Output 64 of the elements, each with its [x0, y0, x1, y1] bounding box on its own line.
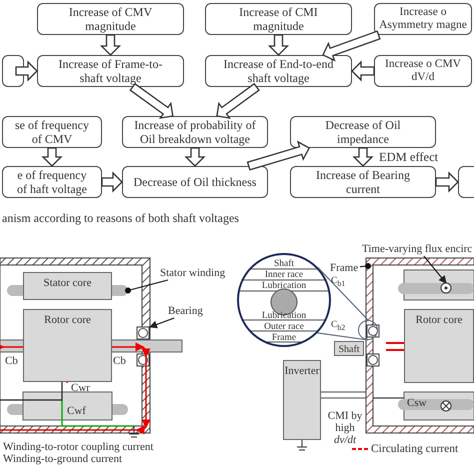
part-label: Frame: [272, 333, 296, 344]
process-box: Increase of Bearing current: [290, 166, 436, 198]
process-box: se of frequency of CMV: [2, 116, 102, 148]
rotor-core: Rotor core: [404, 309, 474, 383]
leader-line: [149, 317, 174, 328]
magnifier-line: [317, 266, 368, 320]
block-arrow: [15, 60, 38, 82]
part-label: CMI by high dv/dt: [326, 410, 364, 446]
block-arrow: [129, 82, 174, 119]
process-box: [458, 166, 474, 198]
part-label: Stator winding: [160, 266, 240, 280]
block-arrow: [351, 60, 375, 82]
part-label: Cb: [5, 355, 18, 367]
block-arrow: [268, 34, 290, 56]
part-label: Outer race: [264, 322, 304, 333]
rotor-core: Rotor core: [23, 309, 112, 382]
process-box: Increase of End-to-end shaft voltage: [205, 55, 352, 87]
process-box: Increase o Asymmetry magne: [374, 3, 472, 35]
magnifier-circle: [358, 320, 378, 340]
process-box: Increase of probability of Oil breakdown voltage: [122, 116, 268, 148]
process-box: Decrease of Oil thickness: [122, 166, 268, 198]
block-arrow: [322, 30, 381, 62]
legend-text: Circulating current: [371, 443, 458, 455]
part-label: Bearing: [168, 304, 218, 318]
part-label: Winding-to-ground current: [3, 453, 122, 465]
inverter-box: Inverter: [283, 360, 321, 440]
block-arrow: [246, 140, 310, 171]
part-label: C$_{b1}$: [331, 276, 346, 289]
process-box: e of frequency of haft voltage: [2, 166, 102, 198]
process-box: Increase of CMI magnitude: [205, 3, 352, 35]
leader-line: [125, 279, 168, 294]
part-label: Csw: [407, 397, 427, 409]
block-arrow: [184, 147, 206, 167]
part-label: Frame: [330, 261, 360, 275]
part-label: Cb: [113, 355, 126, 367]
magnifier-line: [318, 332, 368, 341]
part-label: Cwr: [71, 382, 90, 394]
part-label: Shaft: [274, 259, 294, 270]
caption: anism according to reasons of both shaft voltages: [2, 212, 239, 224]
leader-line: [423, 256, 447, 284]
part-label: Lubrication: [262, 311, 306, 322]
part-label: Time-varying flux encirc: [362, 242, 474, 256]
part-label: Inner race: [264, 270, 304, 281]
block-arrow: [216, 82, 260, 119]
process-box: Increase o CMV dV/d: [374, 55, 472, 87]
block-arrow: [352, 147, 374, 167]
magnifier-circle: [237, 253, 331, 347]
leader-line: [360, 263, 371, 269]
block-arrow: [435, 171, 459, 193]
block-arrow: [101, 171, 123, 193]
process-box: Increase of Frame-to-shaft voltage: [37, 55, 184, 87]
stator-core: Stator core: [23, 272, 112, 300]
block-arrow: [100, 34, 122, 56]
process-box: Decrease of Oil impedance: [290, 116, 436, 148]
block-arrow: [41, 147, 63, 167]
part-label: Lubrication: [262, 281, 306, 292]
stator-winding: [112, 285, 128, 296]
process-box: [2, 55, 24, 87]
part-label: Cwf: [67, 405, 86, 417]
edge-label: EDM effect: [379, 151, 438, 163]
shaft: Shaft: [334, 341, 364, 356]
part-label: C$_{b2}$: [331, 320, 346, 333]
part-label: Winding-to-rotor coupling current: [3, 441, 154, 453]
process-box: Increase of CMV magnitude: [37, 3, 184, 35]
